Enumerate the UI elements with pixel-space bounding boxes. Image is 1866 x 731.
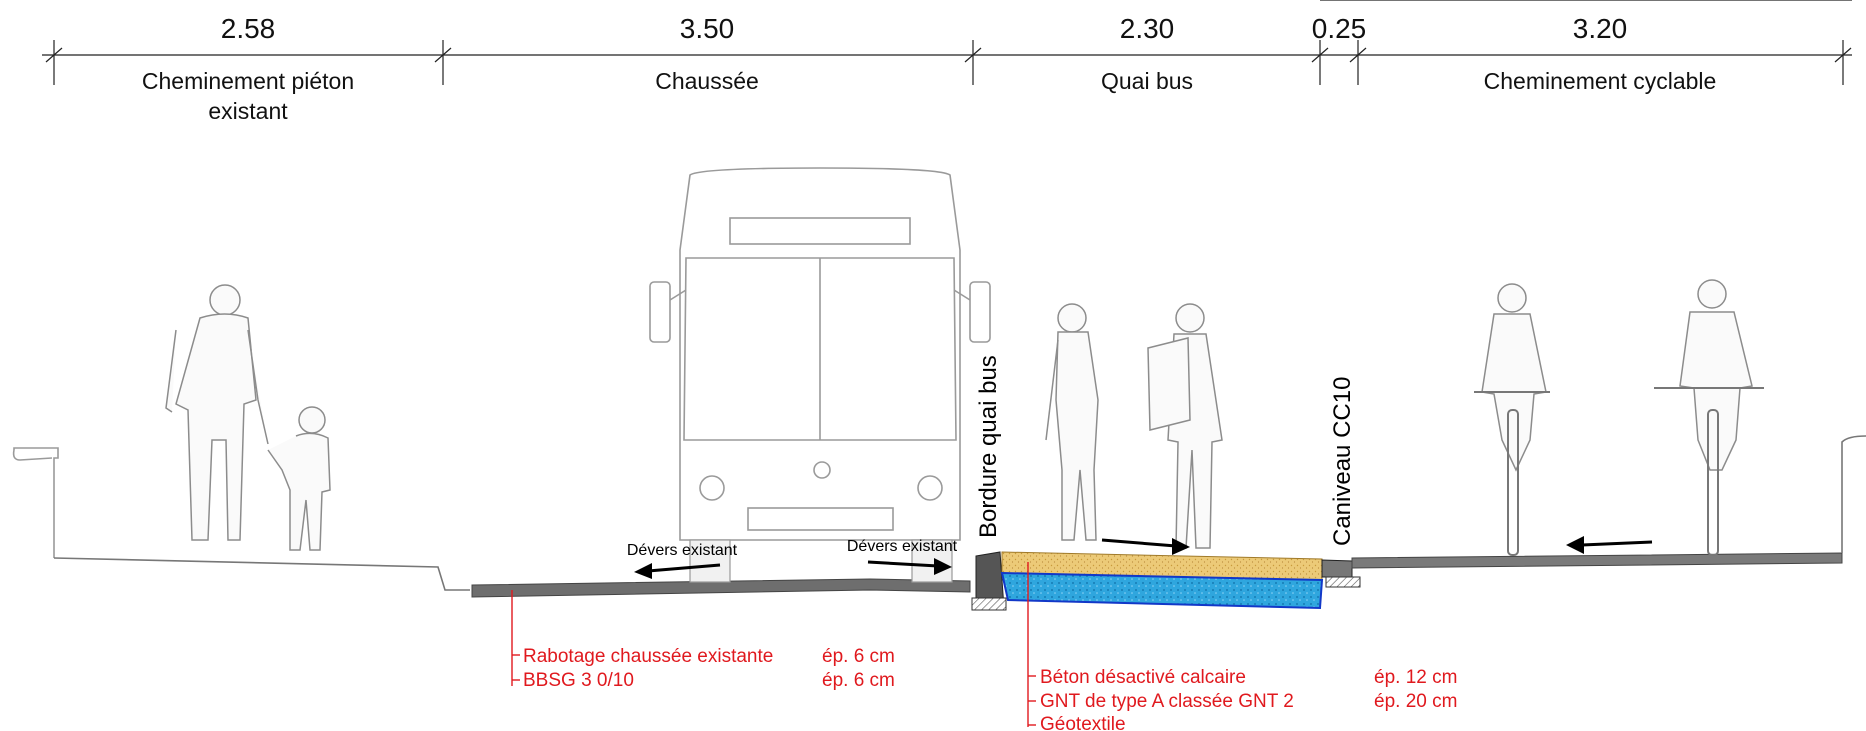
bus-front-illustration (649, 167, 991, 583)
cyclists-illustration (1474, 279, 1764, 556)
road-layer-2-name: BBSG 3 0/10 (523, 670, 634, 691)
slope-label-left: Dévers existant (627, 542, 738, 559)
platform-layer-1-name: Béton désactivé calcaire (1040, 667, 1246, 688)
direction-arrows (634, 536, 1653, 579)
platform-layer-2-thickness: ép. 20 cm (1374, 691, 1457, 712)
zone-label-roadway: Chaussée (655, 68, 759, 94)
gutter-label: Caniveau CC10 (1329, 377, 1356, 546)
dimension-value-gutter: 0.25 (1312, 13, 1367, 44)
platform-layer-1-thickness: ép. 12 cm (1374, 667, 1457, 688)
zone-label-bus-platform: Quai bus (1101, 68, 1193, 94)
road-layer-1-thickness: ép. 6 cm (822, 646, 895, 667)
dimension-value-bus-platform: 2.30 (1120, 13, 1175, 44)
ground-profile (12, 435, 1866, 611)
dimension-value-cycle-path: 3.20 (1573, 13, 1628, 44)
zone-label-pedestrian-line2: existant (208, 98, 288, 124)
zone-label-cycle-path: Cheminement cyclable (1484, 68, 1717, 94)
curb-label: Bordure quai bus (975, 355, 1002, 538)
zone-label-pedestrian: Cheminement piéton (142, 68, 354, 94)
platform-layer-2-name: GNT de type A classée GNT 2 (1040, 691, 1294, 712)
annotation-leaders (511, 562, 1036, 727)
bus-platform-people-illustration (1045, 303, 1223, 549)
road-layer-2-thickness: ép. 6 cm (822, 670, 895, 691)
platform-layer-3-name: Géotextile (1040, 714, 1126, 731)
slope-label-right: Dévers existant (847, 538, 958, 555)
dimension-line (42, 0, 1852, 85)
dimension-value-roadway: 3.50 (680, 13, 735, 44)
road-layer-1-name: Rabotage chaussée existante (523, 646, 773, 667)
pedestrian-adult-child-illustration (165, 284, 331, 551)
dimension-value-pedestrian: 2.58 (221, 13, 276, 44)
